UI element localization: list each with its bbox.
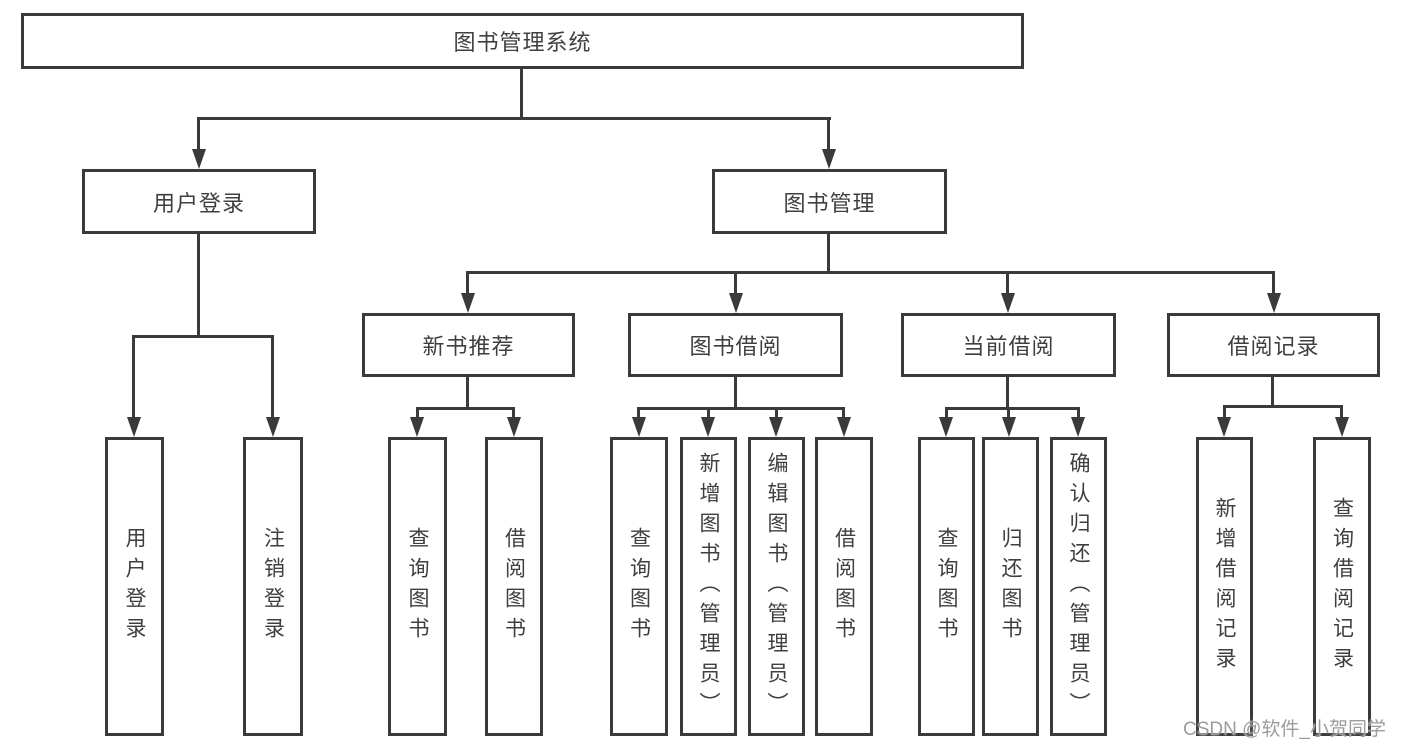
leaf-query-books-recommend: 查询图书 [388, 437, 447, 736]
arrow-down-icon [192, 149, 206, 169]
node-borrowing-records: 借阅记录 [1167, 313, 1380, 377]
node-book-management-label: 图书管理 [783, 190, 876, 216]
leaf-borrow-books-recommend-label: 借阅图书 [502, 526, 526, 647]
leaf-borrow-books-borrowing-label: 借阅图书 [832, 526, 856, 647]
arrow-down-icon [266, 417, 280, 437]
connector-new-book-branch [416, 407, 515, 410]
node-book-management-system: 图书管理系统 [21, 13, 1024, 69]
leaf-query-books-recommend-label: 查询图书 [406, 526, 429, 647]
connector-line [637, 407, 640, 420]
leaf-user-login-label: 用户登录 [123, 526, 146, 647]
leaf-query-books-borrowing: 查询图书 [610, 437, 668, 736]
leaf-add-borrow-record-label: 新增借阅记录 [1213, 496, 1236, 677]
connector-line [842, 407, 845, 420]
leaf-edit-book-admin: 编辑图书（管理员） [748, 437, 805, 736]
arrow-down-icon [1267, 293, 1281, 313]
leaf-query-borrow-record: 查询借阅记录 [1313, 437, 1371, 736]
leaf-return-books: 归还图书 [982, 437, 1039, 736]
leaf-add-book-admin-label: 新增图书（管理员） [697, 451, 720, 722]
connector-current-borrowing-branch [945, 407, 1080, 410]
connector-line [416, 407, 419, 420]
leaf-confirm-return-admin-label: 确认归还（管理员） [1067, 451, 1090, 722]
node-book-management: 图书管理 [712, 169, 947, 234]
connector-root-branch [197, 117, 831, 120]
node-book-borrowing-label: 图书借阅 [689, 334, 782, 359]
connector-line [707, 407, 710, 420]
connector-line [1007, 407, 1010, 420]
node-current-borrowing-label: 当前借阅 [962, 334, 1055, 359]
connector-to-current-borrowing [1006, 271, 1009, 296]
leaf-user-login: 用户登录 [105, 437, 164, 736]
connector-root-stem [520, 68, 523, 119]
connector-to-book-borrowing [734, 271, 737, 296]
connector-borrowing-records-stem [1271, 377, 1274, 407]
connector-user-login-branch [132, 335, 274, 338]
connector-line [1077, 407, 1080, 420]
connector-to-leaf-logout [271, 335, 274, 420]
connector-to-leaf-user-login [132, 335, 135, 420]
watermark: CSDN @软件_小贺同学 [1183, 719, 1386, 740]
leaf-logout: 注销登录 [243, 437, 303, 736]
leaf-return-books-label: 归还图书 [999, 526, 1022, 647]
arrow-down-icon [1001, 293, 1015, 313]
connector-to-new-book-recommendation [466, 271, 469, 296]
leaf-add-book-admin: 新增图书（管理员） [680, 437, 737, 736]
connector-book-management-branch [466, 271, 1275, 274]
connector-current-borrowing-stem [1006, 377, 1009, 409]
node-user-login: 用户登录 [82, 169, 316, 234]
arrow-down-icon [507, 417, 521, 437]
node-book-management-system-label: 图书管理系统 [453, 30, 592, 55]
connector-book-borrowing-stem [734, 377, 737, 409]
arrow-down-icon [837, 417, 851, 437]
arrow-down-icon [1217, 417, 1231, 437]
connector-to-book-management [827, 117, 830, 152]
connector-book-management-stem [827, 234, 830, 273]
node-user-login-label: 用户登录 [152, 190, 245, 216]
arrow-down-icon [822, 149, 836, 169]
leaf-query-books-current: 查询图书 [918, 437, 975, 736]
connector-book-borrowing-branch [637, 407, 845, 410]
connector-line [1223, 405, 1226, 420]
connector-line [1340, 405, 1343, 420]
node-current-borrowing: 当前借阅 [901, 313, 1116, 377]
arrow-down-icon [410, 417, 424, 437]
leaf-borrow-books-borrowing: 借阅图书 [815, 437, 873, 736]
arrow-down-icon [729, 293, 743, 313]
arrow-down-icon [1071, 417, 1085, 437]
leaf-add-borrow-record: 新增借阅记录 [1196, 437, 1253, 736]
leaf-logout-label: 注销登录 [261, 526, 285, 647]
leaf-borrow-books-recommend: 借阅图书 [485, 437, 543, 736]
arrow-down-icon [461, 293, 475, 313]
leaf-query-books-current-label: 查询图书 [935, 526, 958, 647]
connector-line [945, 407, 948, 420]
leaf-query-borrow-record-label: 查询借阅记录 [1330, 496, 1354, 677]
node-new-book-recommendation: 新书推荐 [362, 313, 575, 377]
node-new-book-recommendation-label: 新书推荐 [422, 334, 515, 359]
connector-line [775, 407, 778, 420]
arrow-down-icon [939, 417, 953, 437]
connector-new-book-stem [466, 377, 469, 409]
arrow-down-icon [1335, 417, 1349, 437]
connector-line [512, 407, 515, 420]
connector-to-user-login [197, 117, 200, 152]
connector-to-borrowing-records [1272, 271, 1275, 296]
node-borrowing-records-label: 借阅记录 [1227, 334, 1320, 359]
leaf-edit-book-admin-label: 编辑图书（管理员） [765, 451, 788, 722]
arrow-down-icon [769, 417, 783, 437]
leaf-confirm-return-admin: 确认归还（管理员） [1050, 437, 1107, 736]
arrow-down-icon [632, 417, 646, 437]
connector-user-login-stem [197, 234, 200, 337]
arrow-down-icon [701, 417, 715, 437]
leaf-query-books-borrowing-label: 查询图书 [627, 526, 651, 647]
node-book-borrowing: 图书借阅 [628, 313, 843, 377]
arrow-down-icon [127, 417, 141, 437]
arrow-down-icon [1002, 417, 1016, 437]
connector-borrowing-records-branch [1223, 405, 1343, 408]
